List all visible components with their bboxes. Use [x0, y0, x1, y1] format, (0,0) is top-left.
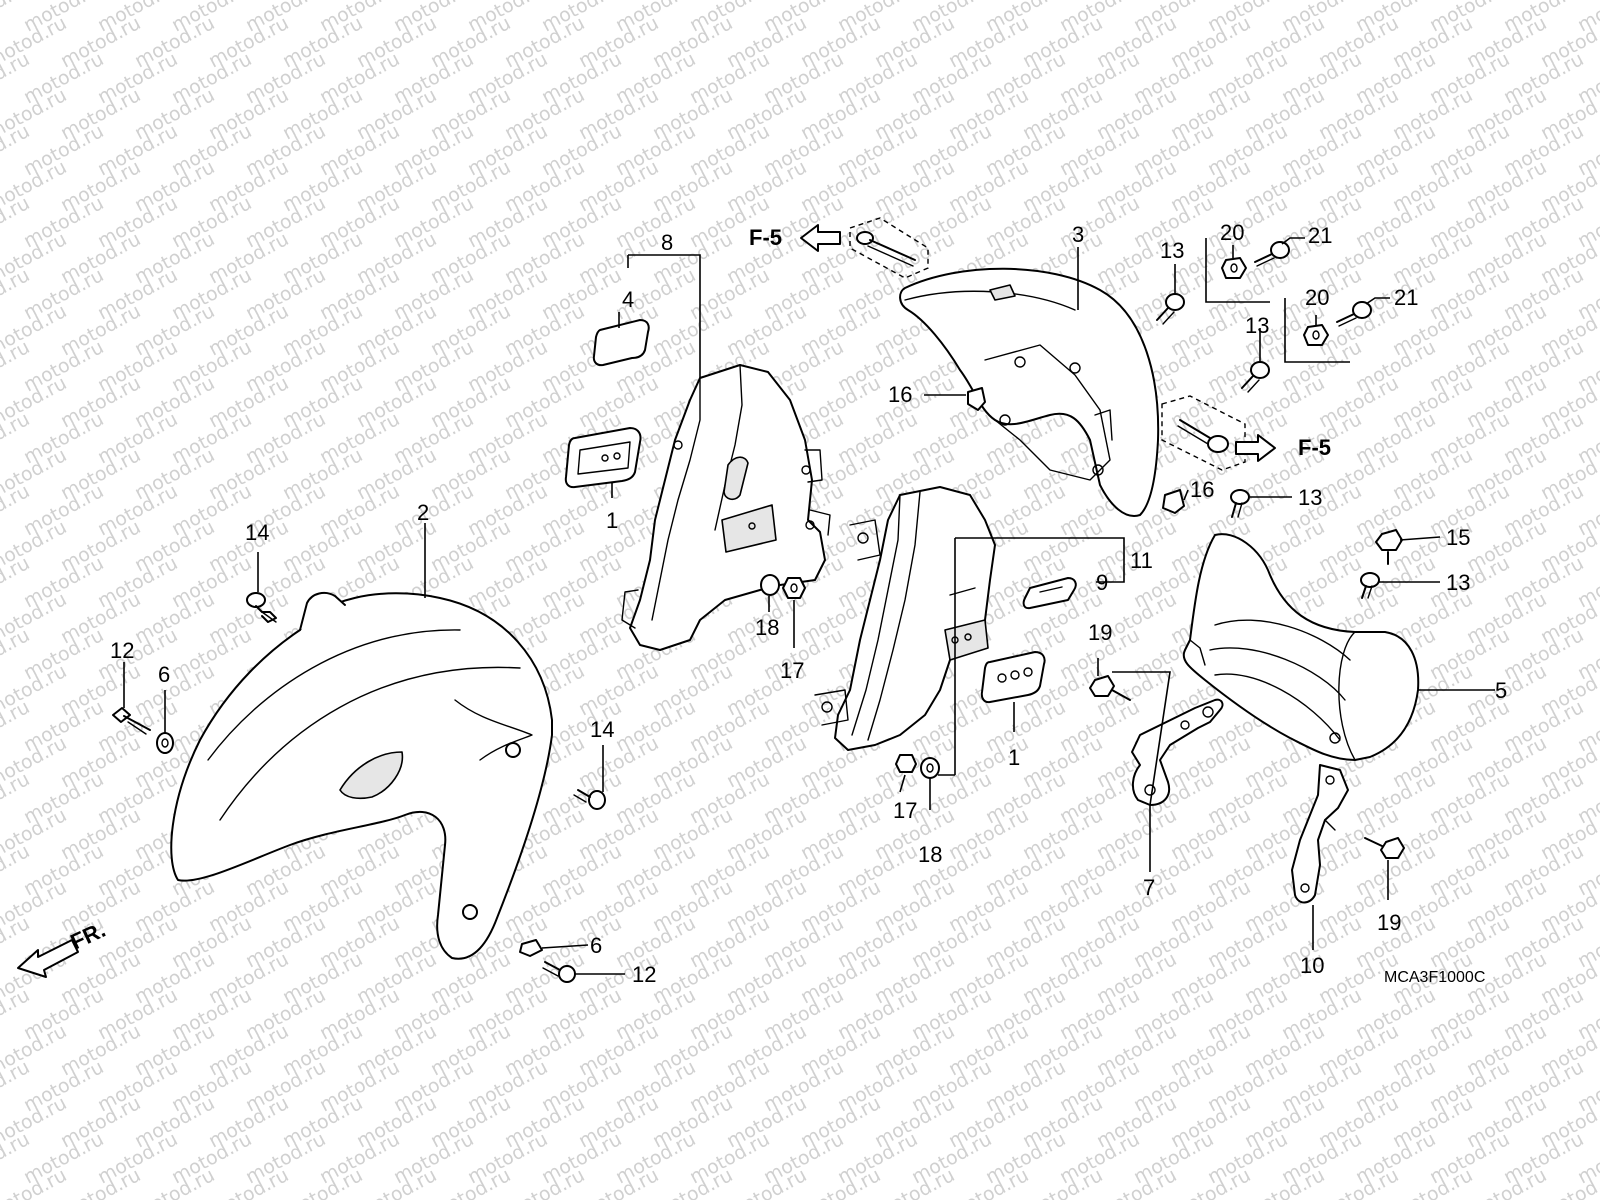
bolt-part-19-lower[interactable] — [1364, 837, 1405, 859]
diagram-code: MCA3F1000C — [1384, 969, 1485, 986]
nut-part-20-lower[interactable] — [1303, 324, 1329, 346]
washer-part-18-left[interactable] — [760, 574, 780, 596]
callout-17-left: 17 — [780, 658, 804, 683]
callout-6-bottom: 6 — [590, 933, 602, 958]
nut-part-17-left[interactable] — [782, 577, 806, 599]
callout-7: 7 — [1143, 875, 1155, 900]
callout-1-left: 1 — [606, 508, 618, 533]
callout-17-center: 17 — [893, 798, 917, 823]
callout-19-upper: 19 — [1088, 620, 1112, 645]
callout-8: 8 — [661, 230, 673, 255]
callout-20-upper: 20 — [1220, 220, 1244, 245]
callout-5: 5 — [1495, 678, 1507, 703]
callout-12-bottom: 12 — [632, 962, 656, 987]
callout-10: 10 — [1300, 953, 1324, 978]
washer-part-18-center[interactable] — [920, 757, 940, 779]
ref-label-right: F-5 — [1298, 435, 1331, 460]
callout-2: 2 — [417, 500, 429, 525]
ref-label-left: F-5 — [749, 225, 782, 250]
callout-18-center: 18 — [918, 842, 942, 867]
callout-15: 15 — [1446, 525, 1470, 550]
callout-14-left: 14 — [245, 520, 269, 545]
callout-1-center: 1 — [1008, 745, 1020, 770]
callout-21-upper: 21 — [1308, 223, 1332, 248]
callout-4: 4 — [622, 287, 634, 312]
callout-3: 3 — [1072, 222, 1084, 247]
callout-21-lower: 21 — [1394, 285, 1418, 310]
callout-14-right: 14 — [590, 717, 614, 742]
callout-16-upper: 16 — [888, 382, 912, 407]
nut-part-17-center[interactable] — [895, 754, 917, 773]
nut-part-20-upper[interactable] — [1221, 257, 1247, 279]
callout-19-lower: 19 — [1377, 910, 1401, 935]
nut-part-6-left[interactable] — [156, 732, 174, 754]
grommet-part-1-left[interactable] — [564, 427, 642, 489]
callout-12-left: 12 — [110, 638, 134, 663]
callout-13-b: 13 — [1245, 313, 1269, 338]
callout-13-d: 13 — [1446, 570, 1470, 595]
callout-20-lower: 20 — [1305, 285, 1329, 310]
callout-9: 9 — [1096, 570, 1108, 595]
clip-part-16-lower[interactable] — [1162, 489, 1185, 514]
callout-11: 11 — [1130, 548, 1153, 573]
rear-fender-part-5[interactable] — [1182, 533, 1420, 761]
callout-16-lower: 16 — [1190, 477, 1214, 502]
callout-13-c: 13 — [1298, 485, 1322, 510]
callout-18-left: 18 — [755, 615, 779, 640]
callout-6-left: 6 — [158, 662, 170, 687]
callout-13-a: 13 — [1160, 238, 1184, 263]
